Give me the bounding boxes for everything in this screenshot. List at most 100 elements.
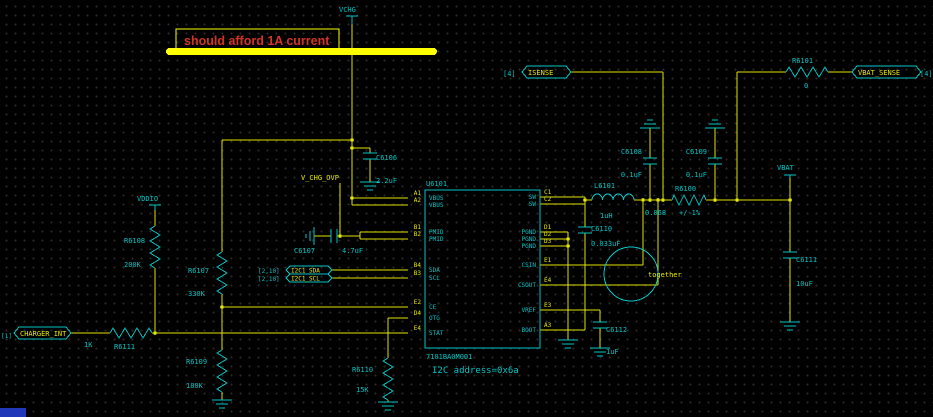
resistor-r6100[interactable]: R6100 0.068 +/-1% <box>645 185 707 217</box>
inductor-symbol[interactable] <box>591 193 635 201</box>
resistor-symbol[interactable] <box>671 193 707 207</box>
net-label-isense[interactable]: [4] ISENSE <box>503 65 572 79</box>
pin-name: STAT <box>429 330 444 337</box>
refdes: R6108 <box>124 237 145 245</box>
resistor-r6107[interactable]: R6107 330K <box>188 251 228 298</box>
capacitor-c6106[interactable]: C6106 2.2uF <box>363 152 397 185</box>
resistor-r6111[interactable]: R6111 1K <box>84 327 153 351</box>
power-vchg[interactable]: VCHG <box>339 6 358 24</box>
refdes: C6110 <box>591 225 612 233</box>
refdes: C6107 <box>294 247 315 255</box>
part-number: 7101BA0M001 <box>426 353 472 361</box>
capacitor-symbol[interactable] <box>643 157 657 165</box>
capacitor-symbol[interactable] <box>363 152 377 160</box>
capacitor-c6107[interactable]: C6107 4.7uF <box>294 229 363 255</box>
power-vddio[interactable]: VDDIO <box>137 195 161 210</box>
capacitor-c6111[interactable]: C6111 10uF <box>783 251 817 288</box>
refdes: R6101 <box>792 57 813 65</box>
i2c-address-text: I2C address=0x6a <box>432 366 519 376</box>
net-label-flag[interactable] <box>285 273 333 283</box>
refdes: L6101 <box>594 182 615 190</box>
value: 0 <box>804 82 808 90</box>
value: 10uF <box>796 280 813 288</box>
resistor-symbol[interactable] <box>149 225 161 269</box>
net-label-vbat-sense[interactable]: VBAT_SENSE [4] <box>851 65 933 79</box>
capacitor-symbol[interactable] <box>593 321 607 329</box>
capacitor-symbol[interactable] <box>330 229 338 243</box>
pin-name: VREF <box>522 307 537 314</box>
resistor-r6108[interactable]: R6108 200K <box>124 225 161 269</box>
resistor-r6110[interactable]: R6110 15K <box>352 357 394 401</box>
resistor-symbol[interactable] <box>785 66 829 78</box>
resistor-symbol[interactable] <box>216 251 228 295</box>
gnd-icon <box>212 119 800 411</box>
pin-number: D1 <box>544 224 552 231</box>
net-label-flag[interactable] <box>13 326 72 340</box>
pin-number: D4 <box>414 310 422 317</box>
net-label-v-chg-ovp[interactable]: V_CHG_OVP <box>301 174 339 182</box>
resistor-symbol[interactable] <box>109 327 153 339</box>
ic-body[interactable] <box>424 189 541 349</box>
capacitor-c6110[interactable]: C6110 0.033uF <box>578 225 621 248</box>
pin-name: CE <box>429 304 437 311</box>
net-name: ISENSE <box>528 69 553 77</box>
capacitor-c6108[interactable]: C6108 0.1uF <box>621 148 657 179</box>
capacitor-symbol[interactable] <box>783 251 797 259</box>
resistor-symbol[interactable] <box>216 349 228 393</box>
annotation-route-together[interactable]: together <box>603 246 682 302</box>
power-bar-icon <box>784 174 796 178</box>
capacitor-symbol[interactable] <box>708 157 722 165</box>
value: 200K <box>124 261 142 269</box>
resistor-symbol[interactable] <box>382 357 394 401</box>
page-ref: [1] <box>1 333 12 340</box>
pin-name: CSIN <box>522 262 537 269</box>
pin-number: C1 <box>544 189 552 196</box>
value: 2.2uF <box>376 177 397 185</box>
net-label-i2c1-scl[interactable]: [2,10] I2C1_SCL <box>258 273 333 283</box>
value: 330K <box>188 290 206 298</box>
resistor-r6109[interactable]: R6109 180K <box>186 349 228 393</box>
pin-name: PGND <box>522 229 537 236</box>
note-i2c-address[interactable]: I2C address=0x6a <box>432 366 519 376</box>
refdes: C6108 <box>621 148 642 156</box>
net-label-flag[interactable] <box>851 65 922 79</box>
pin-number: E4 <box>544 277 552 284</box>
net-name: V_CHG_OVP <box>301 174 339 182</box>
ic-u6101[interactable]: U6101 7101BA0M001 VBUS VBUS PMID PMID SD… <box>414 180 552 361</box>
net-wires[interactable] <box>71 24 852 402</box>
resistor-r6101[interactable]: R6101 0 <box>785 57 829 90</box>
pin-name: VBUS <box>429 202 444 209</box>
pin-number: E2 <box>414 299 422 306</box>
refdes: C6112 <box>606 326 627 334</box>
value: 1K <box>84 341 93 349</box>
together-text: together <box>648 271 682 279</box>
circle-annotation[interactable] <box>603 246 659 302</box>
capacitor-c6109[interactable]: C6109 0.1uF <box>686 148 722 179</box>
net-name: CHARGER_INT <box>20 330 67 338</box>
pin-name: BOOT <box>522 327 537 334</box>
pin-name: PGND <box>522 236 537 243</box>
power-label-vddio: VDDIO <box>137 195 158 203</box>
wire-segments[interactable] <box>71 24 852 402</box>
pin-number: B3 <box>414 270 422 277</box>
annotation-current-note[interactable]: should afford 1A current <box>166 28 437 55</box>
refdes: U6101 <box>426 180 447 188</box>
pin-name: OTG <box>429 315 440 322</box>
power-label-vchg: VCHG <box>339 6 356 14</box>
net-name: I2C1_SCL <box>291 276 320 283</box>
capacitor-c6112[interactable]: C6112 1uF <box>593 321 627 356</box>
capacitor-symbol[interactable] <box>578 226 592 234</box>
pin-number: B2 <box>414 231 422 238</box>
refdes: R6107 <box>188 267 209 275</box>
annotation-text: should afford 1A current <box>184 34 330 48</box>
power-vbat[interactable]: VBAT <box>777 164 796 178</box>
inductor-l6101[interactable]: L6101 1uH <box>591 182 635 220</box>
page-ref: [2,10] <box>258 268 280 275</box>
refdes: R6110 <box>352 366 373 374</box>
net-label-charger-int[interactable]: [1] CHARGER_INT <box>1 326 72 340</box>
net-label-flag[interactable] <box>521 65 572 79</box>
pin-number: A2 <box>414 197 422 204</box>
pin-name: SW <box>529 194 537 201</box>
value: 1uH <box>600 212 613 220</box>
